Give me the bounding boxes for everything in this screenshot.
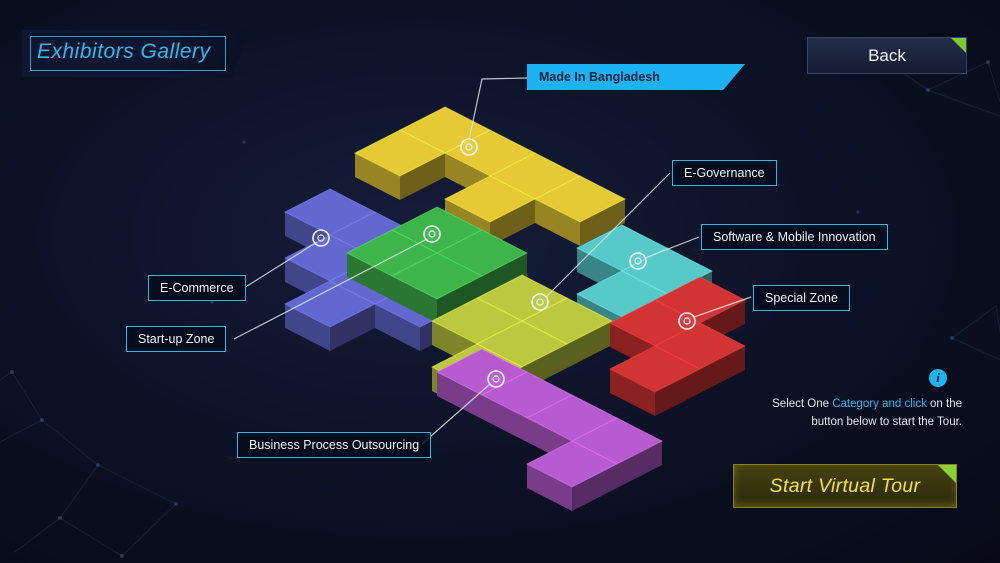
zone-label-start-up-zone[interactable]: Start-up Zone bbox=[126, 326, 227, 352]
start-virtual-tour-label: Start Virtual Tour bbox=[769, 474, 921, 497]
corner-fold-icon bbox=[937, 465, 956, 484]
instruction-highlight: Category and click bbox=[832, 398, 927, 410]
zone-block-e-governance[interactable] bbox=[430, 274, 614, 414]
zone-block-start-up-zone[interactable] bbox=[345, 206, 529, 323]
zone-block-special-zone[interactable] bbox=[608, 276, 747, 416]
corner-fold-icon bbox=[950, 38, 966, 54]
zone-label-business-process-outsourcing[interactable]: Business Process Outsourcing bbox=[237, 432, 432, 458]
title-frame bbox=[30, 36, 226, 71]
back-button[interactable]: Back bbox=[807, 37, 967, 74]
instruction-suffix: on the button below to start the Tour. bbox=[811, 398, 962, 428]
zone-label-special-zone[interactable]: Special Zone bbox=[753, 285, 850, 311]
back-button-label: Back bbox=[868, 45, 906, 65]
zone-connector-special-zone bbox=[678, 296, 752, 330]
zone-label-e-commerce[interactable]: E-Commerce bbox=[148, 275, 246, 301]
instruction-text: Select One Category and click on the but… bbox=[768, 396, 962, 432]
page-title-block: Exhibitors Gallery bbox=[22, 30, 250, 77]
instruction-prefix: Select One bbox=[772, 398, 833, 410]
zone-block-made-in-bangladesh[interactable] bbox=[353, 106, 627, 246]
zone-connector-business-process-outsourcing bbox=[421, 370, 505, 445]
zone-connector-start-up-zone bbox=[233, 225, 441, 340]
zone-connector-e-commerce bbox=[243, 229, 330, 289]
zone-connector-made-in-bangladesh bbox=[460, 77, 528, 156]
start-virtual-tour-button[interactable]: Start Virtual Tour bbox=[733, 464, 957, 508]
zone-label-made-in-bangladesh[interactable]: Made In Bangladesh bbox=[527, 64, 745, 90]
zone-connector-e-governance bbox=[531, 172, 671, 311]
title-panel bbox=[22, 30, 250, 77]
zone-block-business-process-outsourcing[interactable] bbox=[435, 348, 664, 511]
zone-connector-software-mobile-innovation bbox=[629, 236, 700, 270]
info-icon: i bbox=[929, 369, 947, 387]
page-title: Exhibitors Gallery bbox=[37, 40, 211, 63]
zone-label-software-mobile-innovation[interactable]: Software & Mobile Innovation bbox=[701, 224, 888, 250]
zone-label-e-governance[interactable]: E-Governance bbox=[672, 160, 777, 186]
